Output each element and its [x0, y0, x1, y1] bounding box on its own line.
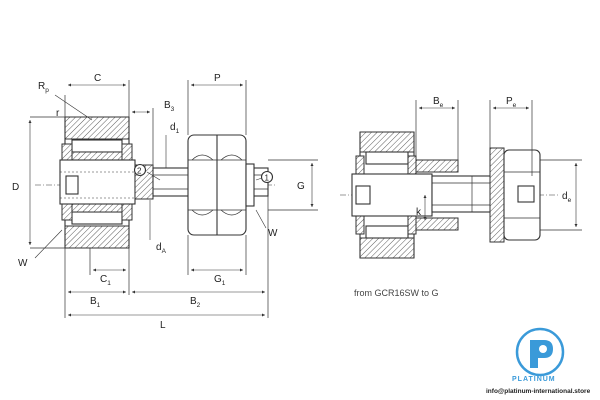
label-G1: G1 — [214, 274, 226, 287]
label-Be: Be — [433, 96, 444, 109]
leader-W-left — [34, 229, 63, 259]
label-Rp: Rp — [38, 81, 49, 94]
label-dA: dA — [156, 242, 167, 255]
label-W-left: W — [18, 258, 28, 269]
label-k: k — [416, 207, 422, 218]
label-r: r — [56, 108, 60, 119]
website-text: info@platinum-international.store — [486, 388, 591, 395]
callout-1: 1 — [260, 170, 274, 184]
right-view: Be Pe k de from GCR16SW to G — [340, 96, 582, 298]
label-B3: B3 — [164, 100, 175, 113]
washer — [245, 163, 255, 207]
label-L: L — [160, 320, 166, 331]
label-G: G — [297, 181, 305, 192]
right-view-caption: from GCR16SW to G — [354, 288, 439, 298]
brand-logo: PLATINUM info@platinum-international.sto… — [486, 327, 591, 395]
svg-text:1: 1 — [265, 174, 270, 183]
right-hex-nut — [489, 147, 541, 243]
left-view: Rp C B3 P r d1 D G W dA W C1 G1 B1 B2 L … — [12, 73, 318, 331]
logo-p-icon — [530, 340, 553, 368]
eccentric-collar-top — [415, 159, 459, 173]
eccentric-collar-bottom — [415, 217, 459, 231]
label-d1: d1 — [170, 122, 180, 135]
logo-text: PLATINUM — [512, 376, 556, 383]
callout-2: 2 — [133, 163, 147, 177]
label-Pe: Pe — [506, 96, 517, 109]
hex-nut — [187, 134, 255, 236]
outer-ring — [64, 116, 130, 249]
label-de: de — [562, 191, 572, 204]
leader-Rp — [54, 94, 93, 121]
label-B1: B1 — [90, 296, 101, 309]
needle-rows — [61, 139, 133, 225]
lube-hole-left — [65, 175, 79, 195]
outer-ring-top — [64, 116, 130, 140]
svg-text:2: 2 — [137, 167, 142, 176]
right-washer — [489, 147, 505, 243]
label-W-right: W — [268, 228, 278, 239]
label-P: P — [214, 73, 221, 84]
label-B2: B2 — [190, 296, 201, 309]
leader-W-right — [255, 209, 267, 229]
label-C1: C1 — [100, 274, 111, 287]
outer-ring-bottom — [64, 225, 130, 249]
label-D: D — [12, 182, 19, 193]
label-C: C — [94, 73, 101, 84]
